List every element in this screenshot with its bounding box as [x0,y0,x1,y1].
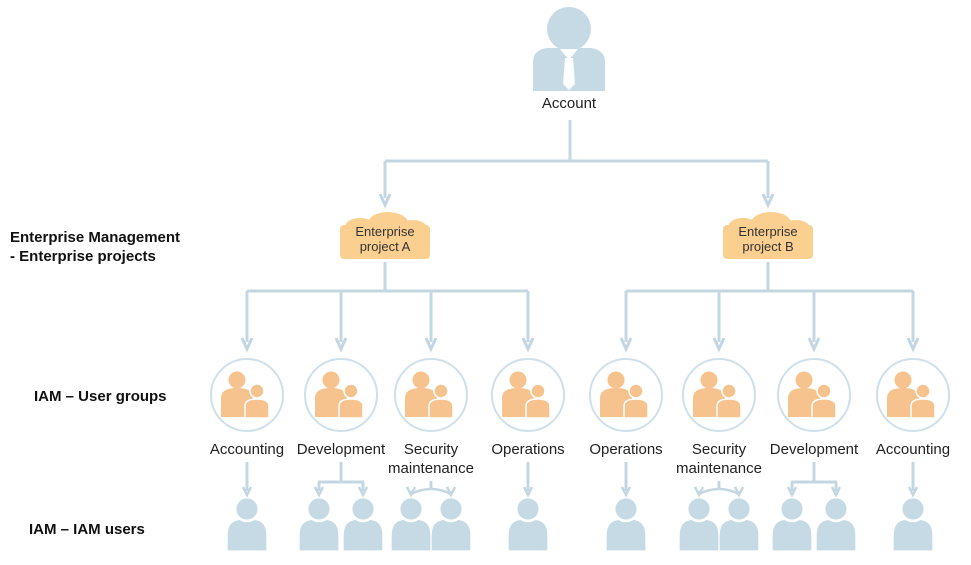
arrow-head [445,486,457,498]
iam-user-icon [343,498,383,551]
arrow-head [693,486,705,498]
arrow-head [334,337,348,353]
row-label-user-groups: IAM – User groups [34,388,167,405]
iam-user-icon [606,498,646,551]
iam-user-icon [719,498,759,551]
group-label: Development [296,441,386,458]
arrow-head [761,193,775,209]
iam-user-icon [772,498,812,551]
group-label-line2: maintenance [388,460,474,477]
arrow-head [906,337,920,353]
user-group-icon [876,358,950,432]
iam-user-icon [227,498,267,551]
arrow-head [521,337,535,353]
user-branch-line [698,487,740,496]
group-label: Accounting [875,441,951,458]
user-group-icon [491,358,565,432]
iam-user-icon [679,498,719,551]
group-label: Development [769,441,859,458]
row-label-iam-users: IAM – IAM users [29,521,145,538]
project-a-line2: project A [359,239,411,254]
user-group-icon [777,358,851,432]
group-label: Accounting [209,441,285,458]
group-label: Security [403,441,459,458]
arrow-head [830,486,842,498]
arrow-head [620,486,632,498]
account-manager-icon [533,7,605,91]
user-branch-line [410,487,452,496]
group-label-line2: maintenance [676,460,762,477]
user-group-icon [589,358,663,432]
user-group-icon [210,358,284,432]
row-label-enterprise-line1: Enterprise Management [10,229,181,246]
row-label-enterprise-line2: - Enterprise projects [10,248,156,265]
user-group-icon [304,358,378,432]
arrow-head [378,193,392,209]
arrow-head [712,337,726,353]
group-label: Security [691,441,747,458]
iam-user-icon [391,498,431,551]
arrow-head [619,337,633,353]
arrow-head [424,337,438,353]
group-label: Operations [491,441,565,458]
iam-user-icon [299,498,339,551]
iam-user-icon [508,498,548,551]
arrow-head [313,486,325,498]
iam-user-icon [816,498,856,551]
arrow-head [240,337,254,353]
arrow-head [807,337,821,353]
account-label: Account [541,95,597,112]
arrow-head [405,486,417,498]
cloud-icon [340,212,430,259]
row-label-enterprise: Enterprise Management - Enterprise proje… [10,228,180,266]
group-label: Operations [589,441,663,458]
cloud-icon [723,212,813,259]
arrow-head [522,486,534,498]
iam-user-icon [893,498,933,551]
iam-user-icon [431,498,471,551]
project-b-line2: project B [742,239,794,254]
project-b-line1: Enterprise [738,224,798,239]
arrow-head [733,486,745,498]
project-a-line1: Enterprise [355,224,415,239]
user-group-icon [394,358,468,432]
arrow-head [241,486,253,498]
arrow-head [786,486,798,498]
user-group-icon [682,358,756,432]
arrow-head [357,486,369,498]
arrow-head [907,486,919,498]
